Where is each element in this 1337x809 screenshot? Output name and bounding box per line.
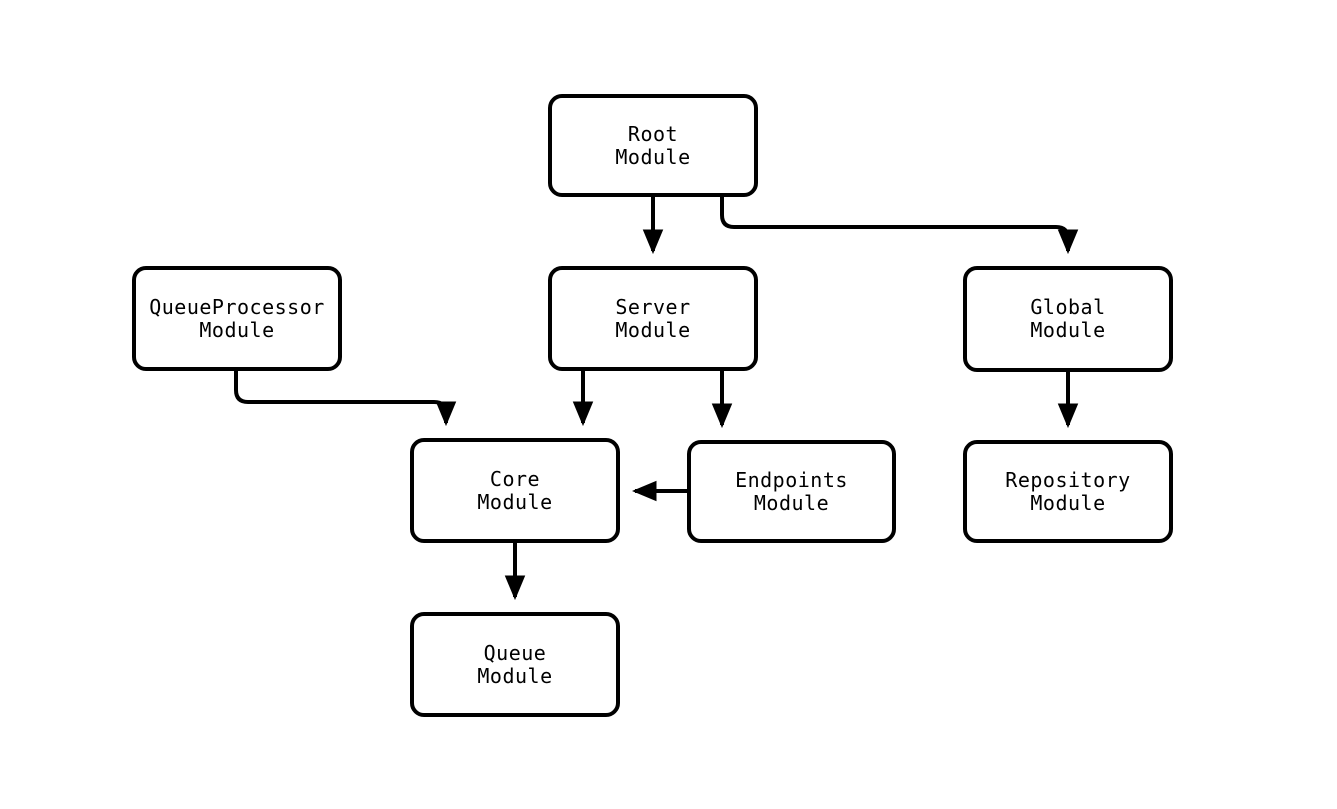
- node-root-module-line1: Root: [627, 121, 679, 146]
- node-repository-module-line2: Module: [1030, 490, 1106, 515]
- node-global-module-line1: Global: [1030, 295, 1106, 319]
- node-global-module-line2: Module: [1030, 318, 1106, 342]
- node-repository-module-line1: Repository: [1005, 467, 1131, 492]
- node-server-module-line2: Module: [615, 317, 691, 342]
- node-core-module[interactable]: Core Module: [410, 438, 620, 543]
- node-repository-module[interactable]: Repository Module: [963, 440, 1173, 543]
- node-queueprocessor-module-line2: Module: [199, 317, 275, 342]
- node-endpoints-module-line1: Endpoints: [735, 467, 848, 492]
- node-core-module-line2: Module: [477, 489, 553, 514]
- node-queue-module[interactable]: Queue Module: [410, 612, 620, 717]
- node-queueprocessor-module-line1: QueueProcessor: [149, 294, 325, 319]
- node-endpoints-module[interactable]: Endpoints Module: [687, 440, 896, 543]
- node-queue-module-line2: Module: [477, 663, 553, 688]
- node-server-module[interactable]: Server Module: [548, 266, 758, 371]
- node-queueprocessor-module[interactable]: QueueProcessor Module: [132, 266, 342, 371]
- node-root-module-line2: Module: [615, 144, 691, 169]
- edge-queueprocessor-to-core: [234, 371, 457, 427]
- node-queue-module-line1: Queue: [483, 640, 547, 665]
- node-endpoints-module-line2: Module: [753, 490, 830, 515]
- node-root-module[interactable]: Root Module: [548, 94, 758, 197]
- node-core-module-line1: Core: [489, 466, 541, 491]
- node-server-module-line1: Server: [615, 294, 691, 319]
- edge-root-to-global: [720, 197, 1079, 255]
- node-global-module[interactable]: Global Module: [963, 266, 1173, 372]
